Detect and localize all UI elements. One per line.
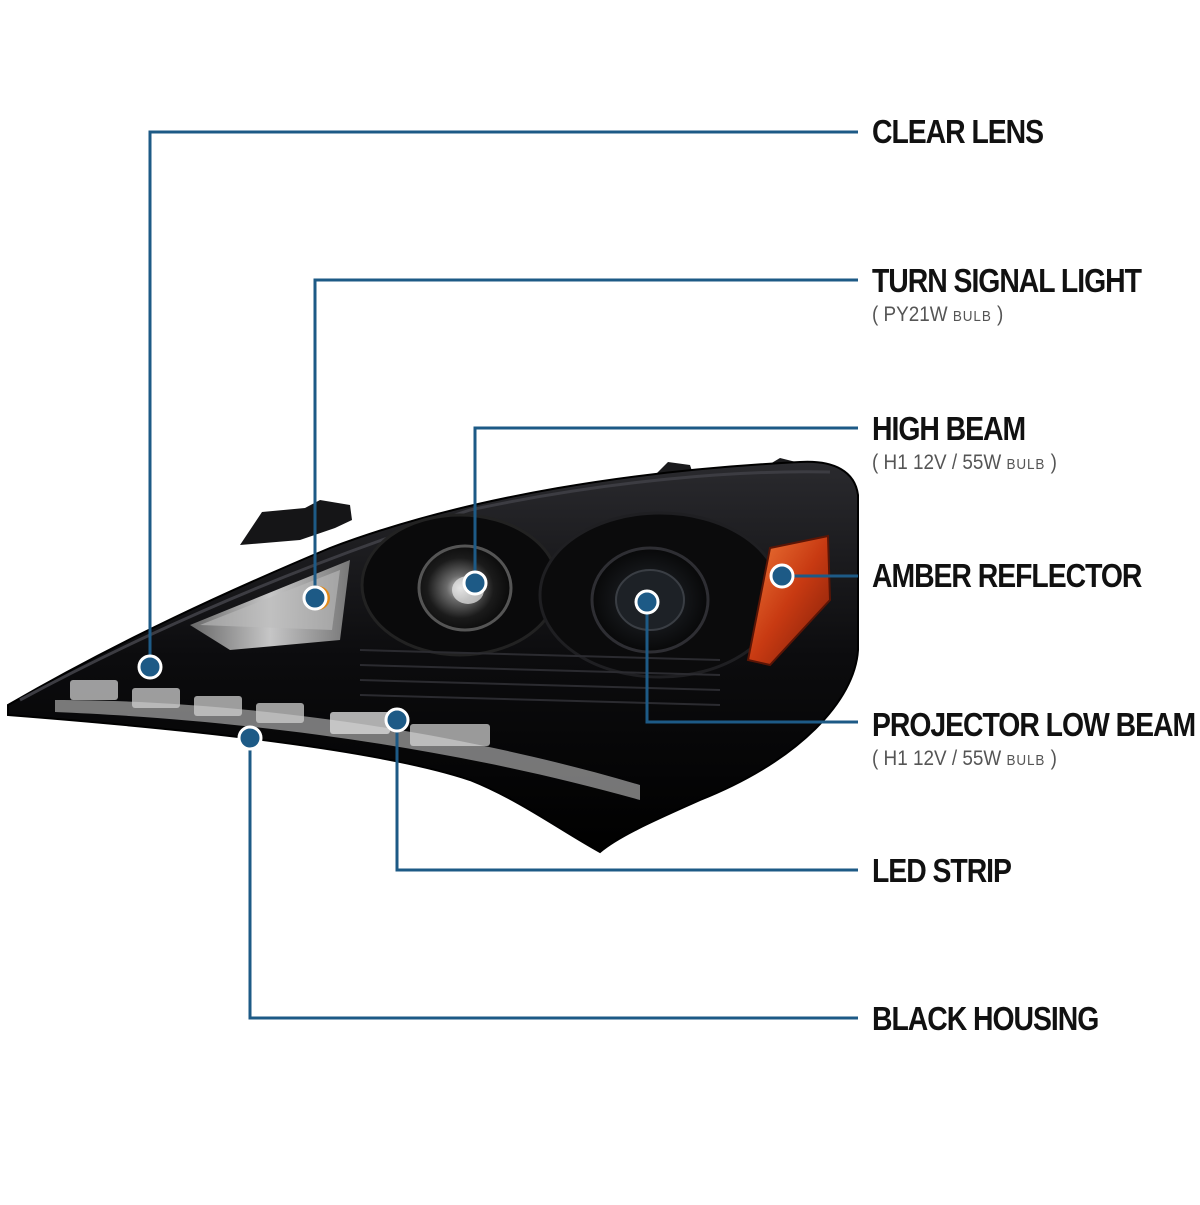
lower-trim-ribs bbox=[359, 649, 721, 706]
marker-dot-black-housing bbox=[237, 725, 263, 751]
callout-title: HIGH BEAM bbox=[872, 410, 1026, 447]
leader-line-clear-lens bbox=[148, 130, 858, 667]
callout-clear-lens: CLEAR LENS bbox=[872, 113, 1071, 151]
callout-subtitle: ( H1 12V / 55W BULB ) bbox=[872, 451, 1057, 474]
callout-title: PROJECTOR LOW BEAM bbox=[872, 706, 1196, 743]
callout-turn-signal-light: TURN SIGNAL LIGHT ( PY21W BULB ) bbox=[872, 262, 1185, 330]
marker-dot-amber-reflector bbox=[769, 563, 795, 589]
marker-dot-projector-low-beam bbox=[634, 589, 660, 615]
callout-amber-reflector: AMBER REFLECTOR bbox=[872, 557, 1185, 595]
callout-title: BLACK HOUSING bbox=[872, 1000, 1099, 1037]
callout-title: TURN SIGNAL LIGHT bbox=[872, 262, 1142, 299]
marker-dots bbox=[137, 563, 795, 751]
callout-title: CLEAR LENS bbox=[872, 113, 1044, 150]
leader-line-high-beam bbox=[473, 426, 858, 583]
led-strip-segments bbox=[55, 680, 640, 800]
callout-subtitle: ( H1 12V / 55W BULB ) bbox=[872, 747, 1057, 770]
high-beam-reflector bbox=[360, 513, 560, 657]
leader-line-led-strip bbox=[395, 720, 858, 872]
marker-dot-turn-signal bbox=[302, 585, 328, 611]
callout-projector-low-beam: PROJECTOR LOW BEAM ( H1 12V / 55W BULB ) bbox=[872, 706, 1200, 774]
projector-low-beam-unit bbox=[538, 511, 782, 679]
leader-lines bbox=[148, 130, 858, 1020]
callout-title: AMBER REFLECTOR bbox=[872, 557, 1142, 594]
callout-subtitle: ( PY21W BULB ) bbox=[872, 303, 1004, 326]
leader-line-black-housing bbox=[248, 738, 858, 1020]
amber-reflector-lens bbox=[746, 534, 832, 667]
callout-black-housing: BLACK HOUSING bbox=[872, 1000, 1135, 1038]
leader-line-projector-low-beam bbox=[645, 602, 858, 724]
callout-high-beam: HIGH BEAM ( H1 12V / 55W BULB ) bbox=[872, 410, 1077, 478]
callout-led-strip: LED STRIP bbox=[872, 852, 1034, 890]
marker-dot-led-strip bbox=[384, 707, 410, 733]
leader-line-turn-signal bbox=[313, 278, 858, 598]
callout-title: LED STRIP bbox=[872, 852, 1012, 889]
marker-dot-clear-lens bbox=[137, 654, 163, 680]
marker-dot-high-beam bbox=[462, 570, 488, 596]
